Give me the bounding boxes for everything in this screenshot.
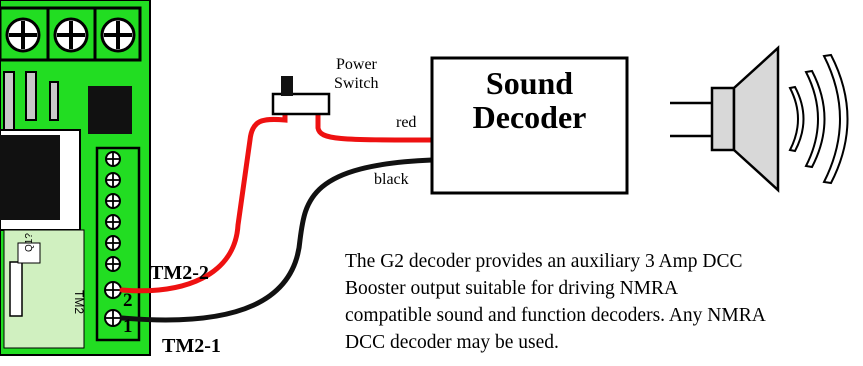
red-wire	[119, 105, 435, 294]
power-chip-icon	[0, 135, 60, 220]
description-line-4: DCC decoder may be used.	[345, 332, 559, 353]
power-switch-label-2: Switch	[334, 75, 379, 92]
description-line-1: The G2 decoder provides an auxiliary 3 A…	[345, 251, 743, 272]
regulator-chip-icon	[88, 86, 132, 134]
black-wire-label: black	[374, 171, 409, 188]
description-line-3: compatible sound and function decoders. …	[345, 305, 766, 326]
tm2-1-label: TM2-1	[162, 335, 221, 357]
sound-decoder-box	[430, 56, 629, 195]
red-wire-label: red	[396, 114, 417, 131]
pin-2-label: 2	[123, 290, 133, 311]
board-q-label: Q1?	[24, 233, 35, 252]
speaker-icon	[710, 45, 780, 193]
sound-decoder-title: Sound Decoder	[432, 66, 627, 134]
sound-decoder-title-line1: Sound	[485, 65, 574, 101]
power-switch-icon	[271, 76, 331, 116]
resistor-icon	[9, 261, 23, 317]
power-switch-label-1: Power	[336, 56, 377, 73]
description-text: The G2 decoder provides an auxiliary 3 A…	[345, 248, 863, 356]
black-wire	[119, 157, 435, 323]
description-line-2: Booster output suitable for driving NMRA	[345, 278, 679, 299]
tm2-2-label: TM2-2	[150, 262, 209, 284]
sound-waves-icon	[788, 53, 849, 185]
g2-decoder-board	[0, 0, 151, 356]
pin-1-label: 1	[123, 316, 133, 337]
sound-decoder-title-line2: Decoder	[472, 99, 587, 135]
board-tm2-label: TM2	[72, 290, 86, 314]
